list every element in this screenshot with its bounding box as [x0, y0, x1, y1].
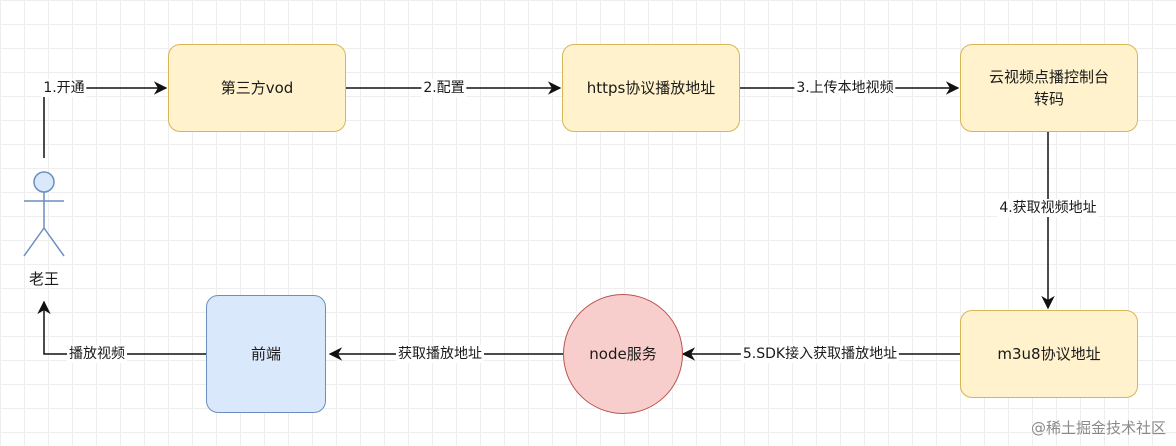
edge-label-open: 1.开通 [41, 79, 87, 97]
node-vod-console[interactable]: 云视频点播控制台 转码 [960, 44, 1138, 132]
edge-label-get-play-url: 获取播放地址 [396, 345, 484, 363]
node-frontend[interactable]: 前端 [206, 295, 326, 413]
edge-label-play-video: 播放视频 [67, 345, 127, 363]
node-vod-console-label: 云视频点播控制台 转码 [988, 68, 1109, 108]
edge-open [43, 81, 168, 158]
edge-label-get-video-url: 4.获取视频地址 [997, 199, 1099, 217]
node-third-party-vod[interactable]: 第三方vod [168, 44, 346, 132]
node-frontend-label: 前端 [250, 345, 281, 363]
node-node-service[interactable]: node服务 [563, 294, 683, 414]
node-node-service-label: node服务 [589, 345, 657, 363]
edge-label-sdk: 5.SDK接入获取播放地址 [740, 345, 900, 363]
node-https-url-label: https协议播放地址 [586, 79, 716, 97]
edge-label-upload: 3.上传本地视频 [794, 79, 896, 97]
actor-label: 老王 [28, 270, 60, 288]
node-third-party-vod-label: 第三方vod [220, 79, 294, 97]
edge-label-config: 2.配置 [421, 79, 467, 97]
edge-play-video [37, 300, 206, 355]
node-m3u8-url[interactable]: m3u8协议地址 [960, 310, 1138, 398]
actor-figure-icon [23, 171, 65, 257]
node-m3u8-url-label: m3u8协议地址 [997, 345, 1101, 363]
watermark: @稀土掘金技术社区 [1030, 419, 1166, 437]
node-https-url[interactable]: https协议播放地址 [562, 44, 740, 132]
